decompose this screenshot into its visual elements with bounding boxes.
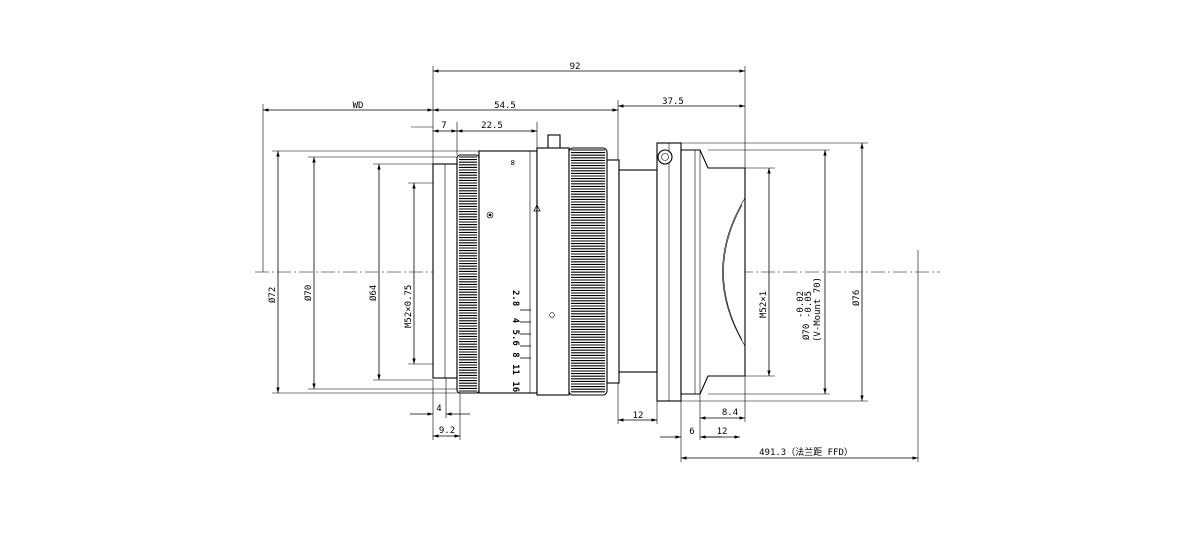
aperture-scale-text: 2.8 4 5.6 8 11 16 — [510, 290, 520, 392]
barrel-markings: 2.8 4 5.6 8 11 16 ∞ — [486, 160, 555, 392]
infinity-mark: ∞ — [507, 160, 517, 166]
v-mount-ring — [680, 149, 746, 395]
dim-front-22-5: 22.5 — [481, 121, 503, 131]
focus-ring-knurl — [459, 156, 477, 392]
index-mark-icon — [549, 312, 555, 318]
flange-screw-icon — [657, 149, 673, 165]
dim-d72: Ø72 — [267, 287, 278, 303]
dim-d64: Ø64 — [368, 285, 379, 301]
dim-v-mount: (V-Mount 70) — [813, 277, 823, 342]
dim-body-length: 54.5 — [494, 101, 516, 111]
right-diameters: M52×1 Ø70 -0.02 -0.05 (V-Mount 70) Ø76 — [681, 142, 868, 402]
left-diameters: Ø72 Ø70 Ø64 M52×0.75 — [267, 150, 479, 394]
focus-index-icon — [533, 204, 541, 212]
top-dimensions: 92 WD 54.5 37.5 7 22.5 — [262, 62, 746, 272]
rear-lens-element — [723, 204, 743, 341]
dim-thread-front: M52×0.75 — [404, 285, 414, 328]
lens-body — [432, 134, 746, 402]
lens-barrel — [478, 150, 538, 394]
aperture-ring-knurl — [571, 149, 605, 393]
dim-tol-upper: -0.02 — [796, 291, 806, 318]
dim-bottom-4: 4 — [436, 404, 441, 414]
dim-d70: Ø70 — [303, 285, 314, 301]
dim-bottom-8-4: 8.4 — [722, 408, 738, 418]
dim-bottom-9-2: 9.2 — [439, 426, 455, 436]
dim-mount-length: 37.5 — [662, 97, 684, 107]
dim-overall: 92 — [570, 62, 581, 72]
dim-bottom-12a: 12 — [633, 411, 644, 421]
dim-bottom-6: 6 — [689, 427, 694, 437]
index-dot-icon — [486, 211, 494, 219]
lock-screw — [547, 134, 561, 150]
adapter-tube — [618, 169, 658, 373]
dim-d76: Ø76 — [851, 290, 862, 306]
dim-tol-lower: -0.05 — [804, 291, 814, 318]
dim-thread-rear: M52×1 — [759, 291, 769, 318]
dim-front-7: 7 — [441, 121, 446, 131]
bottom-dimensions: 4 9.2 12 8.4 6 12 491.3（法兰距 FFD） — [410, 250, 919, 462]
dim-wd: WD — [353, 101, 364, 111]
aperture-section — [536, 147, 570, 396]
dim-ffd: 491.3（法兰距 FFD） — [759, 446, 853, 458]
dim-d70-mount: Ø70 — [801, 324, 812, 340]
rear-step — [606, 159, 620, 384]
dim-bottom-12b: 12 — [717, 427, 728, 437]
